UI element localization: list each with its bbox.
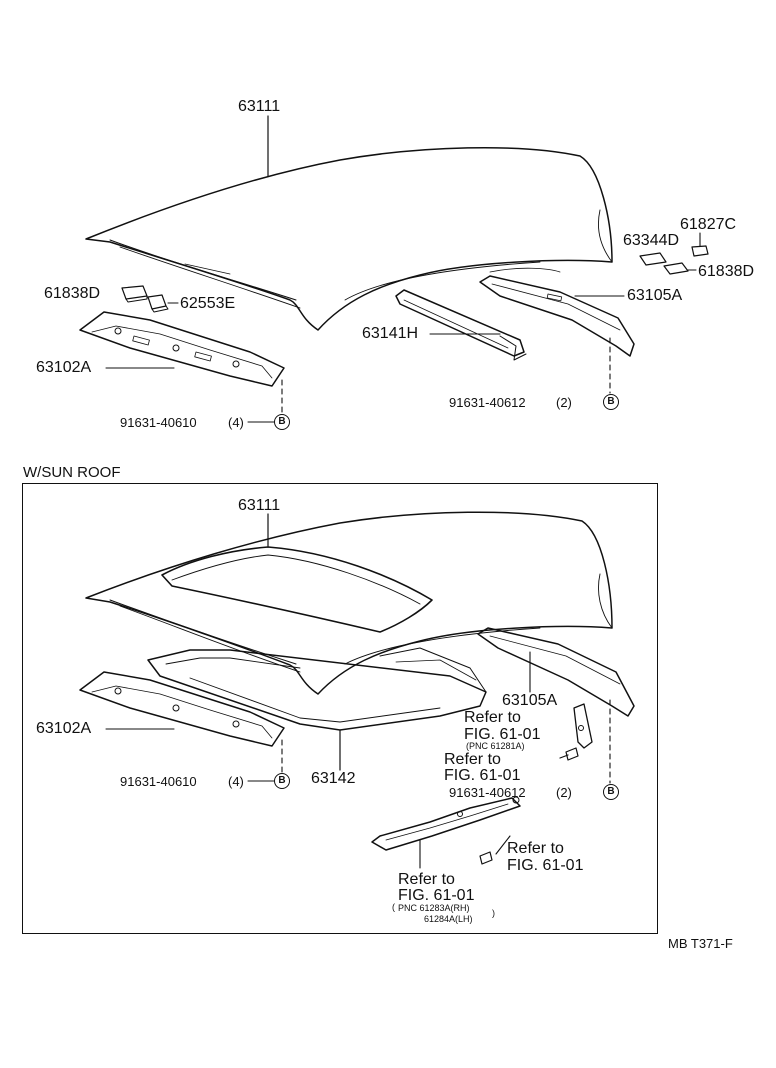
label-63141h: 63141H <box>362 325 419 342</box>
label-61827c: 61827C <box>680 216 737 233</box>
rail-63105a-top-drawing <box>479 275 635 357</box>
sunroof-section-frame <box>22 483 658 934</box>
sunroof-opening-drawing <box>161 546 433 633</box>
refer-4-text: Refer to <box>398 871 455 888</box>
refer-2-text: Refer to <box>444 751 501 768</box>
label-clip-91631-40610-top: 91631-40610 <box>120 415 197 430</box>
screw-refer-2-drawing <box>559 747 579 761</box>
label-clip-front-qty-sunroof: (4) <box>228 774 244 789</box>
label-61838d-right: 61838D <box>698 263 755 280</box>
refer-2-fig: FIG. 61-01 <box>444 767 521 784</box>
pad-63344d-drawing <box>639 252 667 266</box>
pad-62553e-drawing <box>147 294 169 313</box>
refer-4-paren-open: ( <box>392 902 395 912</box>
pad-61838d-left-drawing <box>121 285 148 303</box>
drive-rail-61283a-drawing <box>371 796 521 851</box>
label-clip-91631-40612-sunroof: 91631-40612 <box>449 785 526 800</box>
label-clip-rear-qty-top: (2) <box>556 395 572 410</box>
roof-panel-sunroof-drawing <box>85 511 613 695</box>
label-clip-front-qty-top: (4) <box>228 415 244 430</box>
bracket-61281a-drawing <box>573 703 593 749</box>
reinforcement-63141h-drawing <box>395 289 527 361</box>
reinforcement-63102a-sunroof-drawing <box>79 671 285 747</box>
refer-4-paren-close: ) <box>492 908 495 918</box>
leader-refer-3 <box>495 835 511 855</box>
label-63344d: 63344D <box>623 232 680 249</box>
marker-b-rear-top: B <box>603 394 619 410</box>
label-63142: 63142 <box>311 770 356 787</box>
figure-code: MB T371-F <box>668 936 733 951</box>
refer-4-fig: FIG. 61-01 <box>398 887 475 904</box>
sunroof-section-title: W/SUN ROOF <box>23 464 121 481</box>
refer-1-fig: FIG. 61-01 <box>464 726 541 743</box>
rail-63105a-sunroof-drawing <box>477 627 635 717</box>
screw-refer-3-drawing <box>479 851 493 865</box>
label-63105a-sunroof: 63105A <box>502 692 558 709</box>
label-63111-top: 63111 <box>238 98 281 115</box>
label-62553e: 62553E <box>180 295 236 312</box>
marker-b-rear-sunroof: B <box>603 784 619 800</box>
refer-3-fig: FIG. 61-01 <box>507 857 584 874</box>
pad-61838d-right-drawing <box>663 262 689 275</box>
refer-4-pnc-lh: 61284A(LH) <box>424 914 473 924</box>
label-63111-sunroof: 63111 <box>238 497 281 514</box>
refer-3-text: Refer to <box>507 840 564 857</box>
marker-b-front-sunroof: B <box>274 773 290 789</box>
roof-panel-top-drawing <box>85 146 613 331</box>
reinforcement-63102a-top-drawing <box>79 311 285 387</box>
label-clip-91631-40610-sunroof: 91631-40610 <box>120 774 197 789</box>
refer-4-pnc-rh: PNC 61283A(RH) <box>398 903 470 913</box>
refer-1-text: Refer to <box>464 709 521 726</box>
label-clip-91631-40612-top: 91631-40612 <box>449 395 526 410</box>
label-63102a-sunroof: 63102A <box>36 720 92 737</box>
marker-b-front-top: B <box>274 414 290 430</box>
refer-1-pnc: (PNC 61281A) <box>466 741 525 751</box>
label-61838d-left: 61838D <box>44 285 101 302</box>
sunroof-housing-63142-drawing <box>147 647 487 731</box>
label-clip-rear-qty-sunroof: (2) <box>556 785 572 800</box>
pad-61827c-drawing <box>691 245 709 257</box>
label-63102a-top: 63102A <box>36 359 92 376</box>
label-63105a-top: 63105A <box>627 287 683 304</box>
